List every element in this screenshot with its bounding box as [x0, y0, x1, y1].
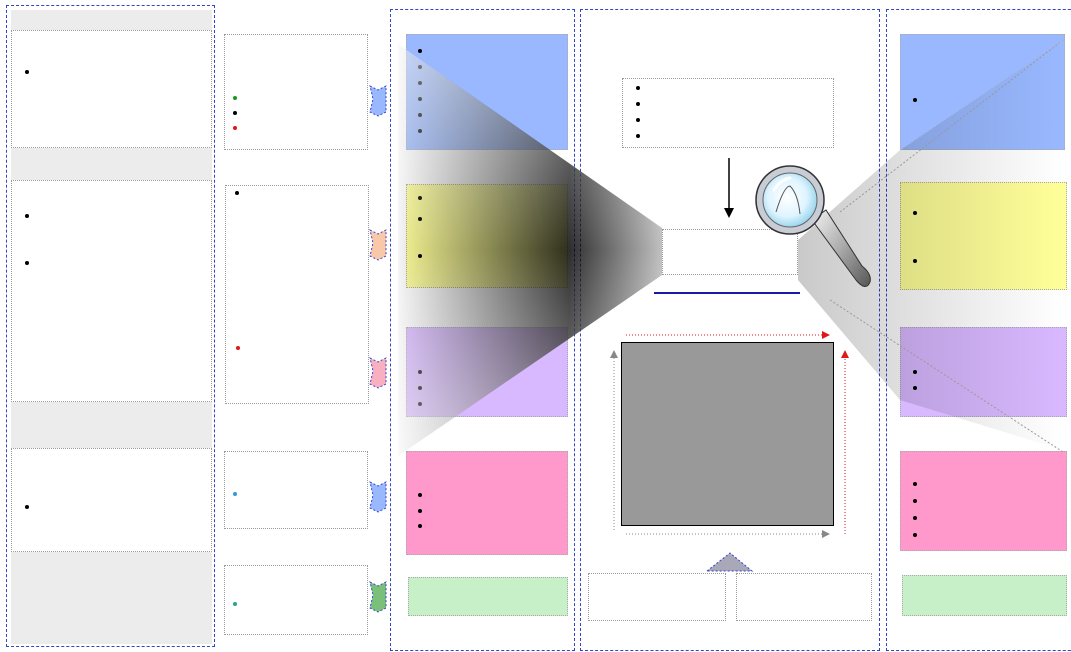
grey-arrow-left-icon [610, 350, 618, 530]
grey-arrow-bottom-icon [626, 530, 830, 538]
chevron-connector-icon [370, 482, 386, 512]
chevron-connector-icon [370, 230, 386, 260]
chevron-connector-icon [370, 358, 386, 388]
chevron-connector-icon [370, 86, 386, 116]
up-triangle-icon [707, 553, 752, 571]
chevron-connector-icon [370, 582, 386, 612]
red-arrow-right-icon [841, 350, 849, 534]
down-arrow-icon [724, 158, 734, 218]
projection-cone-left-sheen [398, 44, 662, 456]
red-arrow-top-icon [626, 331, 830, 339]
